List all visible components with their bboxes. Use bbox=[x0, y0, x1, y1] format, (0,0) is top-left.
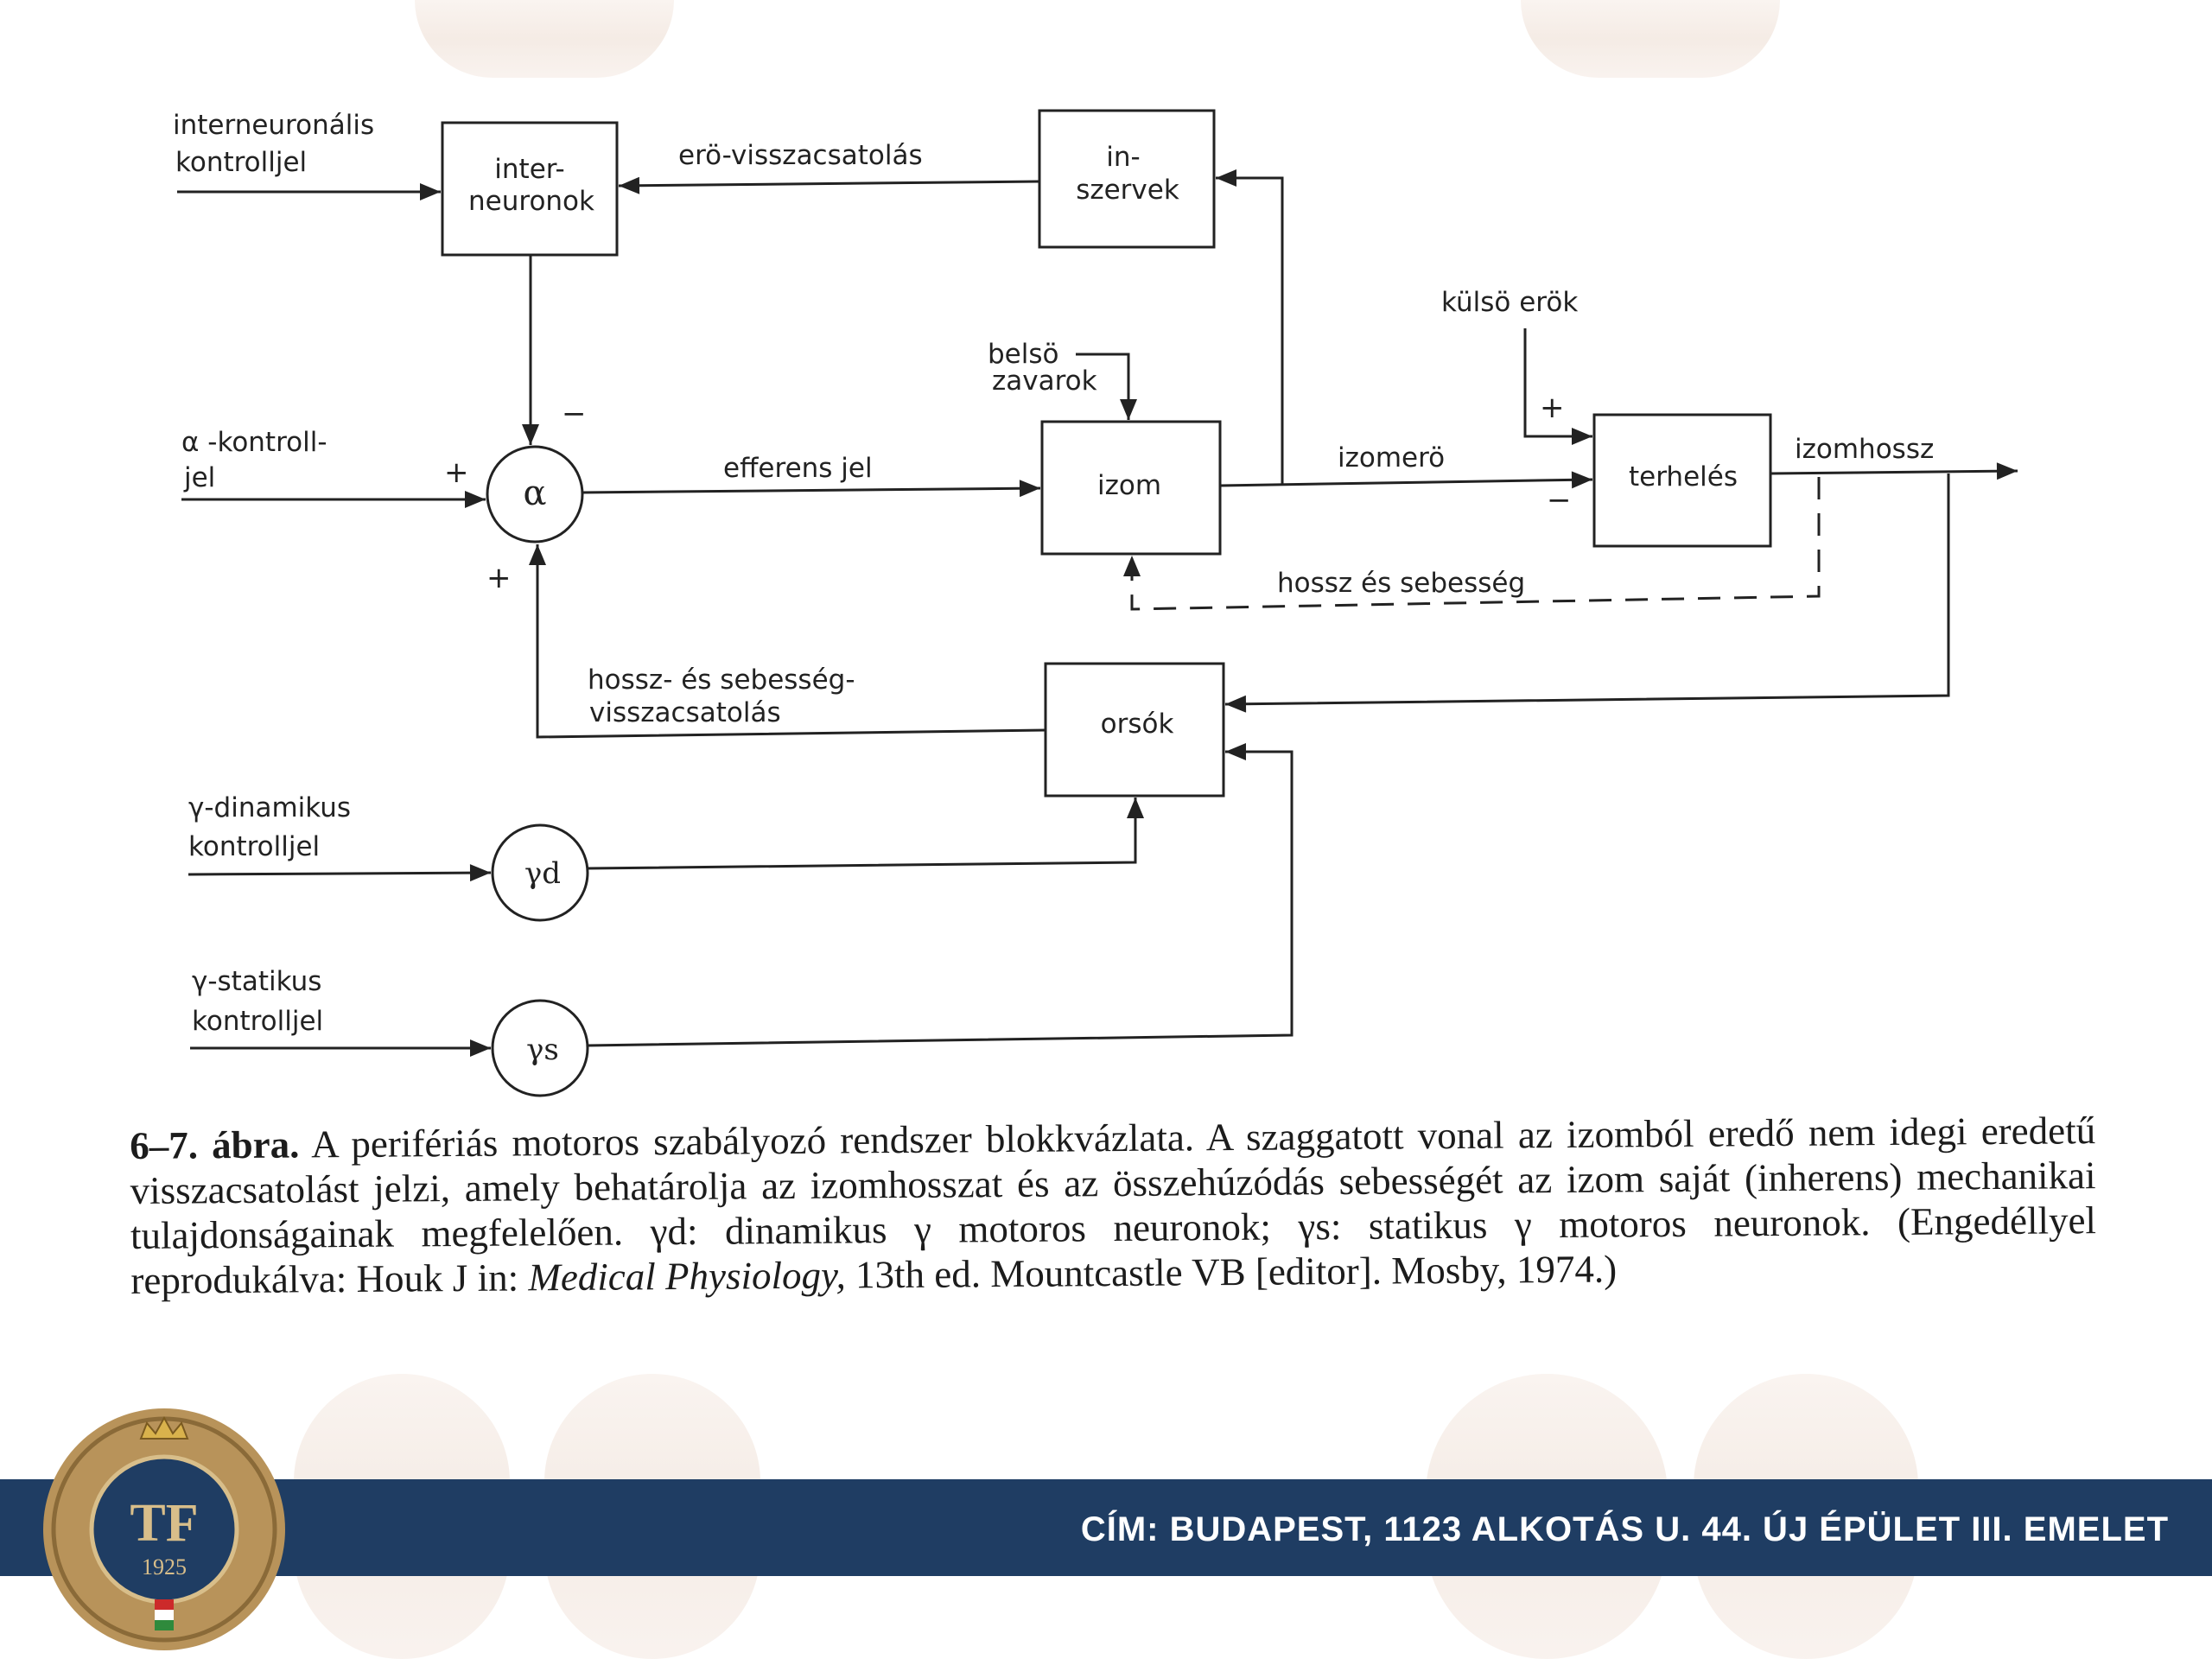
ero-visszacsatolas-label: erö-visszacsatolás bbox=[678, 140, 923, 171]
inszervek-block bbox=[1038, 109, 1216, 249]
alpha-input-plus-sign: + bbox=[444, 455, 469, 490]
gamma-d-symbol: γd bbox=[524, 856, 561, 891]
ero-visszacsatolas-arrow bbox=[618, 176, 1040, 194]
belso-zavarok-label-line1: belsö bbox=[988, 339, 1058, 370]
izom-label: izom bbox=[1097, 470, 1161, 501]
belso-zavarok-label-line2: zavarok bbox=[992, 365, 1097, 397]
alpha-node bbox=[486, 445, 584, 543]
efferens-jel-label: efferens jel bbox=[723, 453, 873, 484]
hossz-feedback-arrow bbox=[529, 544, 1046, 739]
hossz-feedback-label-line2: visszacsatolás bbox=[589, 697, 781, 728]
kulso-erok-plus-sign: + bbox=[1540, 391, 1565, 425]
seal-year: 1925 bbox=[142, 1554, 187, 1580]
figure-caption: 6–7. ábra. A perifériás motoros szabályo… bbox=[130, 1108, 2097, 1303]
length-to-orsok-arrow bbox=[1224, 474, 1950, 713]
inszervek-label-line1: in- bbox=[1106, 142, 1140, 173]
caption-label: 6–7. ábra. bbox=[130, 1122, 300, 1167]
block-diagram: inter- neuronok in- szervek izom terhelé… bbox=[173, 109, 2018, 1097]
kulso-erok-label: külsö erök bbox=[1441, 287, 1578, 318]
alpha-kontroll-label-line1: α -kontroll- bbox=[181, 427, 327, 458]
interneuronalis-label-line2: kontrolljel bbox=[175, 147, 307, 178]
footer-band bbox=[0, 1479, 2212, 1576]
gamma-dinamikus-label-line1: γ-dinamikus bbox=[188, 792, 351, 823]
kulso-erok-arrow bbox=[1523, 328, 1592, 445]
gamma-statikus-label-line1: γ-statikus bbox=[192, 966, 321, 997]
seal-monogram: TF bbox=[130, 1494, 198, 1553]
background-figure-top-right bbox=[1521, 0, 1780, 78]
efferens-jel-arrow bbox=[582, 480, 1041, 498]
gamma-dinamikus-label-line2: kontrolljel bbox=[188, 831, 320, 862]
alpha-kontroll-label-line2: jel bbox=[183, 462, 215, 493]
hossz-es-sebesseg-label: hossz és sebesség bbox=[1277, 568, 1525, 599]
interneuronok-label-line2: neuronok bbox=[468, 186, 594, 217]
caption-tail: 13th ed. Mountcastle VB [editor]. Mosby,… bbox=[855, 1247, 1618, 1297]
izomero-arrow bbox=[1219, 471, 1593, 489]
gamma-d-node bbox=[491, 823, 589, 922]
izomhossz-label: izomhossz bbox=[1795, 434, 1934, 465]
izomhossz-output-arrow bbox=[1770, 462, 2018, 480]
terheles-block bbox=[1592, 413, 1772, 548]
caption-italic-title: Medical Physiology, bbox=[528, 1253, 846, 1300]
footer-address: CÍM: BUDAPEST, 1123 ALKOTÁS U. 44. ÚJ ÉP… bbox=[1080, 1510, 2169, 1548]
izom-block bbox=[1040, 420, 1222, 556]
gamma-s-node bbox=[491, 999, 589, 1097]
background-figure-top-left bbox=[415, 0, 674, 78]
orsok-block bbox=[1044, 662, 1225, 798]
force-to-inszervek-arrow bbox=[1216, 169, 1284, 484]
feedback-plus-sign: + bbox=[486, 561, 512, 595]
orsok-label: orsók bbox=[1101, 709, 1174, 740]
gamma-statikus-label-line2: kontrolljel bbox=[192, 1006, 323, 1037]
alpha-symbol: α bbox=[523, 474, 546, 513]
university-seal-logo: TF 1925 bbox=[43, 1408, 285, 1650]
interneuron-minus-sign: − bbox=[562, 397, 587, 431]
gamma-s-symbol: γs bbox=[526, 1033, 559, 1067]
terheles-label: terhelés bbox=[1629, 461, 1738, 493]
gamma-d-to-orsok-arrow bbox=[587, 798, 1144, 870]
interneuronalis-label-line1: interneuronális bbox=[173, 110, 374, 141]
inszervek-label-line2: szervek bbox=[1076, 175, 1179, 206]
interneuronok-label-line1: inter- bbox=[494, 154, 564, 185]
gamma-s-to-orsok-arrow bbox=[587, 743, 1294, 1047]
hossz-feedback-label-line1: hossz- és sebesség- bbox=[588, 664, 855, 696]
izomero-minus-sign: − bbox=[1547, 483, 1572, 518]
izomero-label: izomerö bbox=[1338, 442, 1445, 474]
belso-zavarok-arrow bbox=[1076, 353, 1137, 420]
gamma-dinamikus-input-arrow bbox=[188, 864, 492, 882]
